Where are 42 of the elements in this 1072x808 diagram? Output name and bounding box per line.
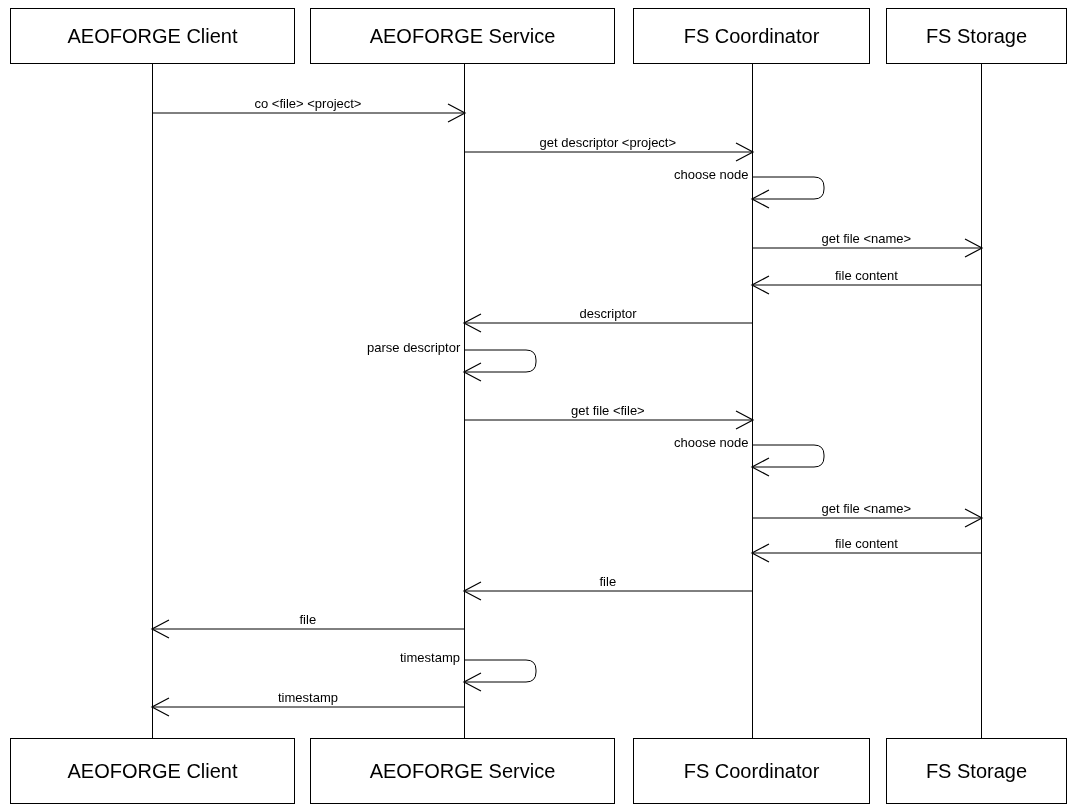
participant-box: FS Storage [886, 738, 1067, 804]
participant-box: FS Storage [886, 8, 1067, 64]
participant-box: AEOFORGE Client [10, 8, 295, 64]
self-message-arrow [463, 349, 537, 382]
lifeline [152, 64, 153, 738]
message-arrow [151, 619, 465, 639]
participant-box: AEOFORGE Client [10, 738, 295, 804]
message-arrow [151, 697, 465, 717]
self-message-arrow [463, 659, 537, 692]
message-label: timestamp [277, 691, 339, 705]
message-arrow [464, 142, 754, 162]
participant-box: FS Coordinator [633, 8, 870, 64]
lifeline [981, 64, 982, 738]
lifeline [464, 64, 465, 738]
message-arrow [752, 508, 983, 528]
message-label: choose node [673, 168, 750, 182]
message-label: file [598, 575, 618, 589]
message-label: timestamp [399, 651, 461, 665]
participant-box: AEOFORGE Service [310, 738, 615, 804]
participant-box: FS Coordinator [633, 738, 870, 804]
self-message-arrow [751, 176, 825, 209]
message-label: descriptor [578, 307, 638, 321]
message-arrow [751, 275, 982, 295]
participant-box: AEOFORGE Service [310, 8, 615, 64]
message-arrow [152, 103, 466, 123]
message-label: file [298, 613, 318, 627]
message-arrow [464, 410, 754, 430]
message-label: get file <name> [820, 502, 913, 516]
message-label: get descriptor <project> [538, 136, 678, 150]
message-label: parse descriptor [366, 341, 462, 355]
message-arrow [751, 543, 982, 563]
message-label: file content [834, 269, 899, 283]
self-message-arrow [751, 444, 825, 477]
message-arrow [463, 313, 753, 333]
message-label: co <file> <project> [253, 97, 363, 111]
message-label: choose node [673, 436, 750, 450]
message-arrow [463, 581, 753, 601]
message-arrow [752, 238, 983, 258]
lifeline [752, 64, 753, 738]
message-label: file content [834, 537, 899, 551]
message-label: get file <name> [820, 232, 913, 246]
message-label: get file <file> [570, 404, 646, 418]
